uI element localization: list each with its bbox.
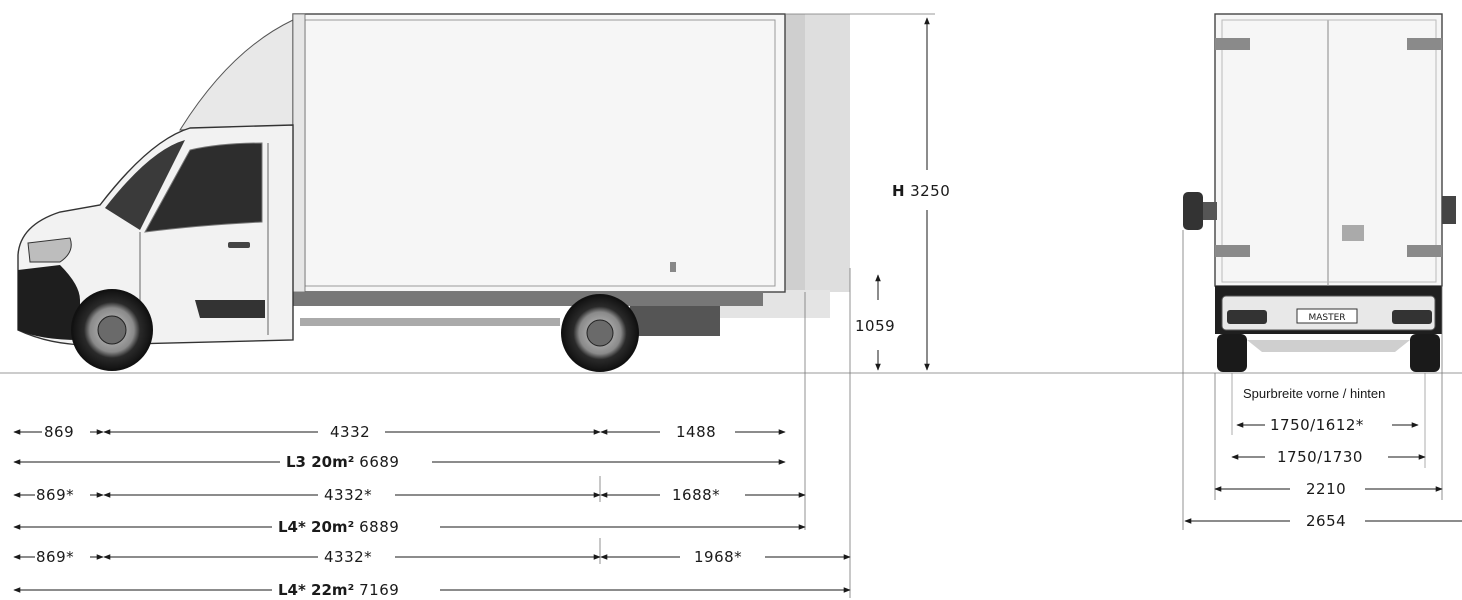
body-width-value: 2210	[1306, 480, 1346, 498]
mirror-width-value: 2654	[1306, 512, 1346, 530]
dim-overhang-rear: 1968*	[694, 548, 742, 566]
floor-height-value: 1059	[855, 317, 895, 335]
length-value: 6689	[359, 453, 399, 471]
dimension-row-4: L4* 20m² 6889	[13, 518, 806, 536]
length-label: L4* 22m²	[278, 581, 354, 599]
dimension-row-3: 869* 4332* 1688*	[13, 486, 806, 504]
dim-wheelbase: 4332	[330, 423, 370, 441]
dimension-row-5: 869* 4332* 1968*	[13, 548, 851, 566]
track-width-1-value: 1750/1612*	[1270, 416, 1364, 434]
dim-overhang-front: 869*	[36, 486, 74, 504]
track-width-heading: Spurbreite vorne / hinten	[1243, 386, 1385, 401]
dim-wheelbase: 4332*	[324, 548, 372, 566]
height-prefix: H	[892, 182, 905, 200]
license-plate-text: MASTER	[1308, 313, 1345, 323]
dim-wheelbase: 4332*	[324, 486, 372, 504]
dimension-row-1: 869 4332 1488	[13, 423, 786, 441]
body-width: 2210	[1214, 480, 1443, 498]
truck-rear-view: MASTER	[1183, 13, 1456, 372]
dim-overhang-front: 869*	[36, 548, 74, 566]
floor-height-dimension: 1059	[849, 268, 895, 373]
license-plate	[1296, 308, 1358, 324]
height-dimension: H 3250	[785, 13, 950, 371]
dimension-row-2: L3 20m² 6689	[13, 453, 786, 471]
length-label: L4* 20m²	[278, 518, 354, 536]
track-width-1: 1750/1612*	[1236, 416, 1419, 434]
length-value: 7169	[359, 581, 399, 599]
truck-side-view	[17, 13, 850, 372]
height-value: 3250	[910, 182, 950, 200]
dim-overhang-rear: 1688*	[672, 486, 720, 504]
dimension-row-6: L4* 22m² 7169	[13, 581, 851, 599]
length-value: 6889	[359, 518, 399, 536]
mirror-width: 2654	[1184, 512, 1462, 530]
track-width-2: 1750/1730	[1231, 448, 1426, 466]
cargo-box	[292, 13, 786, 293]
dim-overhang-rear: 1488	[676, 423, 716, 441]
dim-overhang-front: 869	[44, 423, 74, 441]
track-width-2-value: 1750/1730	[1277, 448, 1363, 466]
length-label: L3 20m²	[286, 453, 354, 471]
